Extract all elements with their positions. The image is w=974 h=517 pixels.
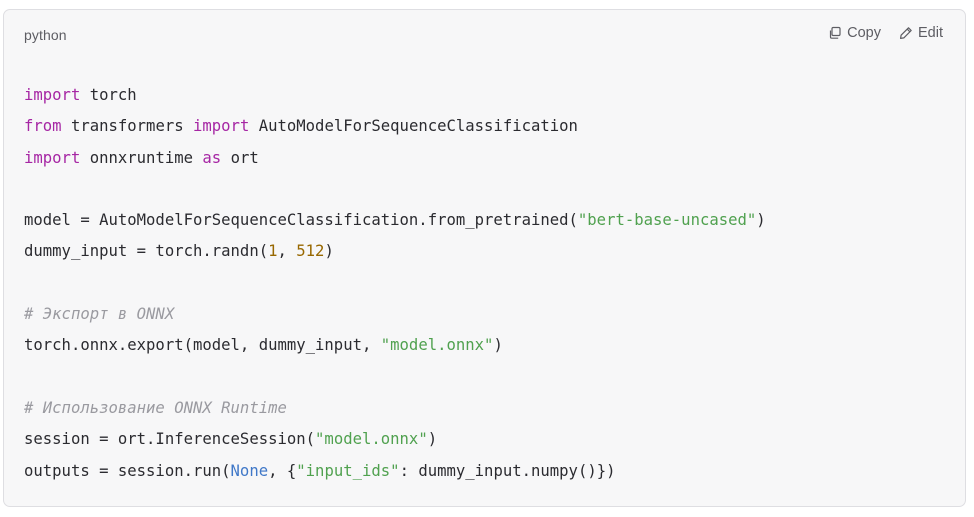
- code-line: ​: [24, 174, 945, 205]
- code-line: torch.onnx.export(model, dummy_input, "m…: [24, 330, 945, 361]
- copy-icon: [828, 26, 842, 40]
- code-token: ort: [221, 148, 259, 167]
- code-token: "model.onnx": [380, 336, 494, 355]
- code-actions: Copy Edit: [828, 25, 943, 41]
- code-line: ​: [24, 268, 945, 299]
- code-token: outputs = session.run(: [24, 461, 231, 480]
- code-token: ): [756, 211, 766, 230]
- code-token: import: [24, 148, 81, 167]
- code-token: ): [493, 336, 503, 355]
- code-line: from transformers import AutoModelForSeq…: [24, 111, 945, 142]
- code-line: import torch: [24, 80, 945, 111]
- code-line: outputs = session.run(None, {"input_ids"…: [24, 456, 945, 487]
- code-line: session = ort.InferenceSession("model.on…: [24, 424, 945, 455]
- copy-label: Copy: [847, 25, 881, 41]
- code-line: model = AutoModelForSequenceClassificati…: [24, 205, 945, 236]
- code-token: None: [230, 461, 269, 480]
- code-token: import: [24, 86, 81, 104]
- language-label: python: [24, 27, 67, 43]
- code-block-header: python Copy Edit: [4, 10, 965, 62]
- code-token: AutoModelForSequenceClassification: [249, 117, 578, 136]
- code-line: # Экспорт в ONNX: [24, 299, 945, 330]
- code-line: dummy_input = torch.randn(1, 512): [24, 236, 945, 267]
- code-token: "input_ids": [296, 461, 400, 480]
- code-token: , {: [268, 461, 297, 480]
- code-token: session = ort.InferenceSession(: [24, 430, 316, 449]
- code-token: ,: [277, 242, 297, 261]
- code-token: transformers: [61, 117, 193, 136]
- copy-button[interactable]: Copy: [828, 25, 881, 41]
- pencil-icon: [899, 26, 913, 40]
- code-token: : dummy_input.numpy()}): [399, 461, 616, 480]
- code-token: "model.onnx": [315, 430, 428, 449]
- edit-label: Edit: [918, 25, 943, 41]
- code-token: dummy_input = torch.randn(: [24, 242, 269, 261]
- code-token: onnxruntime: [80, 148, 203, 167]
- code-token: from: [24, 117, 62, 136]
- code-line: ​: [24, 362, 945, 393]
- code-token: "bert-base-uncased": [577, 211, 757, 230]
- code-token: 512: [296, 242, 325, 261]
- code-token: model = AutoModelForSequenceClassificati…: [24, 211, 578, 230]
- edit-button[interactable]: Edit: [899, 25, 943, 41]
- code-token: # Экспорт в ONNX: [24, 305, 175, 324]
- code-token: # Использование ONNX Runtime: [24, 398, 287, 417]
- code-token: as: [202, 148, 222, 167]
- code-block: python Copy Edit: [3, 9, 966, 507]
- code-token: import: [193, 117, 250, 136]
- code-line: import onnxruntime as ort: [24, 143, 945, 174]
- code-token: ): [427, 430, 438, 449]
- code-token: torch: [80, 86, 137, 104]
- code-token: torch.onnx.export(model, dummy_input,: [24, 336, 381, 355]
- code-line: # Использование ONNX Runtime: [24, 393, 945, 424]
- code-token: 1: [268, 242, 278, 261]
- code-token: ): [324, 242, 334, 261]
